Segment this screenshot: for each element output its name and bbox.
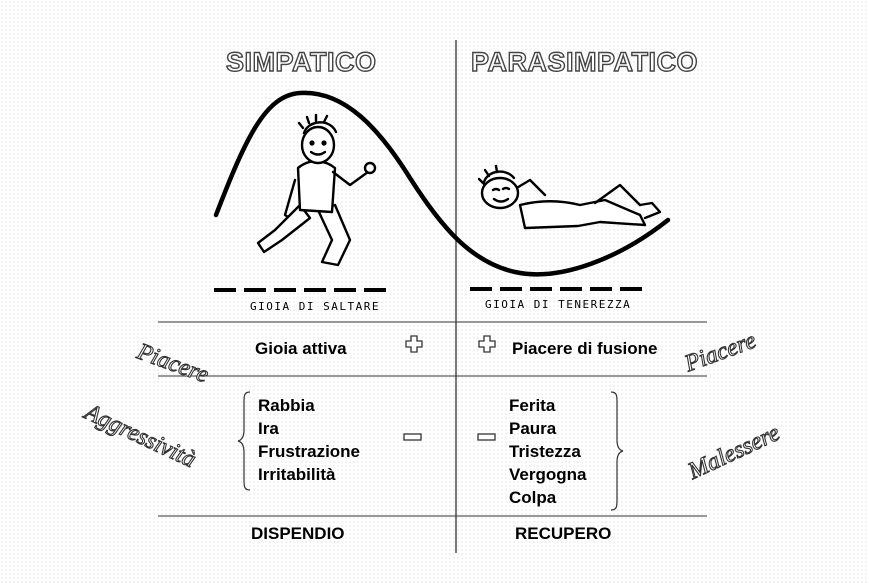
plus-sign-left xyxy=(405,335,423,353)
minus-sign-right xyxy=(477,433,496,441)
autonomic-wave-curve xyxy=(213,90,671,277)
brace-left xyxy=(237,391,251,491)
list-item: Vergogna xyxy=(509,465,587,484)
list-item: Paura xyxy=(509,419,557,438)
list-item: Colpa xyxy=(509,488,557,507)
caption-gioia-di-tenerezza: GIOIA DI TENEREZZA xyxy=(485,298,632,311)
label-dispendio: DISPENDIO xyxy=(251,524,345,543)
list-item: Irritabilità xyxy=(258,465,336,484)
label-gioia-attiva: Gioia attiva xyxy=(255,339,347,358)
caption-gioia-di-saltare: GIOIA DI SALTARE xyxy=(250,300,380,313)
label-recupero: RECUPERO xyxy=(515,524,612,543)
running-man-drawing xyxy=(256,113,377,267)
header-simpatico: SIMPATICO xyxy=(225,46,377,77)
list-item: Frustrazione xyxy=(258,442,361,461)
reclining-man-drawing xyxy=(477,164,662,230)
list-item: Rabbia xyxy=(258,396,315,415)
list-item: Ferita xyxy=(509,396,556,415)
list-item: Tristezza xyxy=(509,442,581,461)
plus-sign-right xyxy=(478,335,496,353)
list-item: Ira xyxy=(258,419,279,438)
header-parasimpatico: PARASIMPATICO xyxy=(470,46,698,77)
list-aggressive-emotions: Rabbia Ira Frustrazione Irritabilità xyxy=(258,394,360,486)
label-piacere-di-fusione: Piacere di fusione xyxy=(512,339,658,358)
minus-sign-left xyxy=(403,433,422,441)
brace-right xyxy=(610,391,624,511)
list-malaise-emotions: Ferita Paura Tristezza Vergogna Colpa xyxy=(509,394,586,509)
